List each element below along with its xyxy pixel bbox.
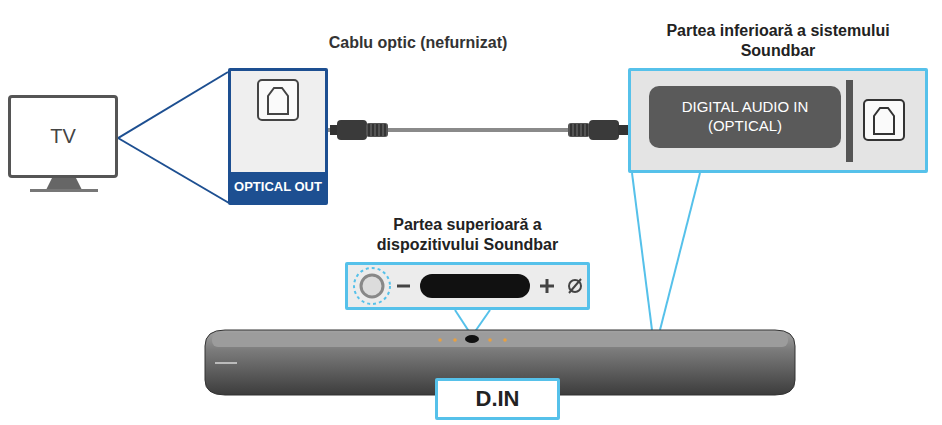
plug-body: [589, 120, 619, 140]
plug-tip: [330, 125, 338, 135]
display-text: D.IN: [476, 385, 520, 413]
device-label: TV: [50, 124, 76, 149]
panel-divider: [846, 80, 853, 162]
plug-rib: [372, 124, 374, 136]
plug-rib: [578, 124, 580, 136]
tv-screen: TV: [8, 95, 118, 178]
volume-up-symbol: [546, 279, 549, 293]
display-window: [420, 274, 530, 298]
view-heading: Partea superioară a dispozitivului Sound…: [348, 215, 587, 255]
plug-tip: [618, 125, 628, 135]
mute-symbol: [569, 279, 581, 293]
tv-stand: [46, 178, 82, 190]
led: [488, 338, 492, 342]
plug-rib: [574, 124, 576, 136]
volume-down-symbol: [397, 285, 410, 288]
plug-ribs: [571, 124, 587, 136]
plug-rib: [384, 124, 386, 136]
plug-body: [337, 120, 367, 140]
control-panel: [346, 263, 589, 309]
cable-label: Cablu optic (nefurnizat): [326, 34, 511, 52]
plug-rib: [582, 124, 584, 136]
plug-rib: [570, 124, 572, 136]
led: [438, 338, 442, 342]
logo-mark: [215, 362, 237, 364]
led: [453, 338, 457, 342]
plug-rib: [586, 124, 588, 136]
soundbar-top: [212, 333, 788, 347]
callout-line: [118, 138, 229, 203]
port-callout: OPTICAL OUT: [228, 68, 328, 205]
optical-port-slot: [268, 88, 288, 114]
panel-callout: Partea superioară a dispozitivului Sound…: [345, 262, 590, 310]
view-heading: Partea inferioară a sistemului Soundbar: [631, 21, 925, 61]
soundbar-panel: [629, 69, 927, 172]
button-highlight: [354, 268, 390, 304]
optical-port: [258, 80, 298, 120]
mute-symbol: [569, 280, 581, 292]
led: [503, 338, 507, 342]
plug-ribs: [369, 124, 385, 136]
port-label: DIGITAL AUDIO IN (OPTICAL): [649, 86, 841, 148]
top-buttons: [465, 335, 479, 343]
plug-rib: [380, 124, 382, 136]
plug-strain-relief: [366, 123, 388, 137]
source-button: [361, 275, 383, 297]
callout-line: [118, 72, 228, 138]
plug-rib: [368, 124, 370, 136]
callout-line: [632, 173, 652, 330]
port-callout: Partea inferioară a sistemului SoundbarD…: [628, 68, 928, 173]
optical-port-slot: [874, 108, 894, 134]
plug-rib: [376, 124, 378, 136]
callout-line: [660, 173, 700, 330]
port-panel: [229, 69, 327, 203]
tv-stand-base: [30, 189, 98, 192]
optical-port: [864, 100, 904, 140]
port-label: OPTICAL OUT: [231, 172, 325, 202]
display-callout: D.IN: [435, 378, 560, 420]
plug-strain-relief: [568, 123, 590, 137]
